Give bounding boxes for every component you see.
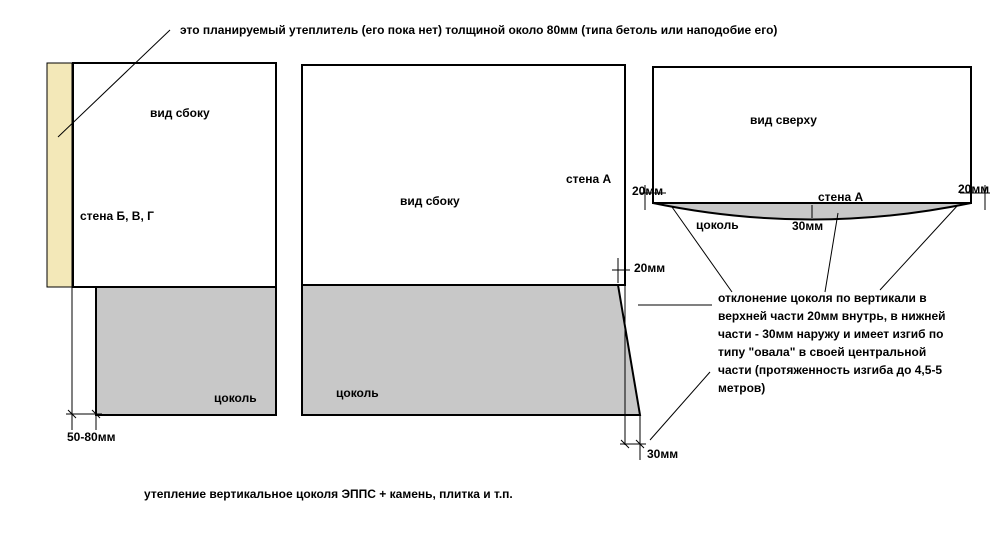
right-view-title: вид сверху <box>750 113 817 127</box>
dim-label-top-left: 20мм <box>632 184 663 198</box>
wall-label-a-side: стена А <box>566 172 611 186</box>
leader-to-plinth-bottom <box>649 371 711 441</box>
footer-note: утепление вертикальное цоколя ЭППС + кам… <box>144 487 513 501</box>
dim-label-top-center: 30мм <box>792 219 823 233</box>
leader-to-right-curve <box>879 204 959 291</box>
deviation-note-line: отклонение цоколя по вертикали в <box>718 291 927 305</box>
plinth-label-middle: цоколь <box>336 386 379 400</box>
deviation-note-line: части - 30мм наружу и имеет изгиб по <box>718 327 944 341</box>
left-side-view: вид сбоку стена Б, В, Г цоколь 50-80мм <box>46 29 277 444</box>
plinth-label-top: цоколь <box>696 218 739 232</box>
wall-label-a-top: стена А <box>818 190 863 204</box>
dim-label-mid-top: 20мм <box>634 261 665 275</box>
dim-arrow-mid-b <box>635 439 645 449</box>
wall-box-a-top <box>652 66 972 204</box>
plinth-label-left: цоколь <box>214 391 257 405</box>
header-note: это планируемый утеплитель (его пока нет… <box>180 23 777 37</box>
leader-lines <box>638 204 959 441</box>
dim-arrow-left-b <box>91 409 101 419</box>
wall-box-a-side <box>301 64 626 286</box>
middle-view-title: вид сбоку <box>400 194 460 208</box>
dim-label-50-80: 50-80мм <box>67 430 116 444</box>
plinth-block-left <box>95 286 277 416</box>
leader-to-left-curve <box>671 206 733 293</box>
deviation-note-line: метров) <box>718 381 765 395</box>
dim-arrow-mid-a <box>620 439 630 449</box>
left-view-title: вид сбоку <box>150 106 210 120</box>
deviation-note-line: верхней части 20мм внутрь, в нижней <box>718 309 946 323</box>
wall-box-bvg <box>72 62 277 288</box>
header-leader-line <box>57 29 171 138</box>
right-top-view: вид сверху стена А цоколь 20мм 20мм 30мм <box>632 66 990 233</box>
deviation-note-line: типу "овала" в своей центральной <box>718 345 926 359</box>
wall-label-bvg: стена Б, В, Г <box>80 209 154 223</box>
insulation-layer <box>46 62 73 288</box>
middle-side-view: вид сбоку стена А цоколь 20мм 30мм <box>301 64 678 461</box>
deviation-note-line: части (протяженность изгиба до 4,5-5 <box>718 363 942 377</box>
deviation-note: отклонение цоколя по вертикали в верхней… <box>718 291 946 395</box>
dim-label-mid-bottom: 30мм <box>647 447 678 461</box>
dim-arrow-left-a <box>67 409 77 419</box>
leader-to-center <box>824 212 839 293</box>
dim-label-top-right: 20мм <box>958 182 989 196</box>
